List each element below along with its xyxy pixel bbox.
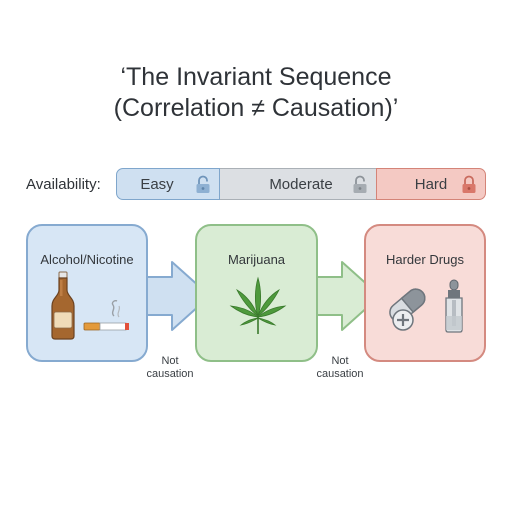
availability-easy-label: Easy [140, 175, 174, 193]
stage-harder-drugs: Harder Drugs [364, 224, 486, 362]
arrow-note-1: Not causation [140, 355, 200, 381]
stage-alcohol-nicotine: Alcohol/Nicotine [26, 224, 148, 362]
title-line-2: (Correlation ≠ Causation)’ [113, 94, 399, 122]
availability-hard-label: Hard [414, 175, 448, 193]
arrow-note-line: Not [331, 355, 349, 367]
arrow-note-line: Not [161, 355, 179, 367]
availability-moderate-label: Moderate [269, 175, 333, 193]
arrow-1 [145, 261, 211, 331]
beer-bottle-icon [51, 271, 75, 340]
availability-easy: Easy [116, 168, 220, 200]
arrow-2 [315, 261, 381, 331]
cigarette-icon [83, 300, 129, 331]
pill-capsule-icon [389, 288, 426, 331]
diagram-title: ‘The Invariant Sequence (Correlation ≠ C… [0, 62, 512, 124]
unlocked-padlock-icon [196, 175, 210, 193]
locked-padlock-icon [462, 175, 476, 193]
stage-label: Alcohol/Nicotine [40, 252, 134, 267]
title-line-1: ‘The Invariant Sequence [120, 63, 392, 91]
availability-hard: Hard [376, 168, 486, 200]
availability-moderate: Moderate [220, 168, 376, 200]
availability-label: Availability: [26, 176, 101, 193]
arrow-note-line: causation [316, 368, 364, 380]
stage-label: Marijuana [227, 252, 286, 267]
arrow-note-2: Not causation [310, 355, 370, 381]
unlocked-padlock-icon [353, 175, 367, 193]
dropper-bottle-icon [445, 279, 463, 333]
stage-label: Harder Drugs [385, 252, 465, 267]
stage-marijuana: Marijuana [195, 224, 318, 362]
cannabis-leaf-icon [229, 276, 287, 334]
arrow-note-line: causation [146, 368, 194, 380]
availability-bar: Easy Moderate Hard [116, 168, 486, 200]
